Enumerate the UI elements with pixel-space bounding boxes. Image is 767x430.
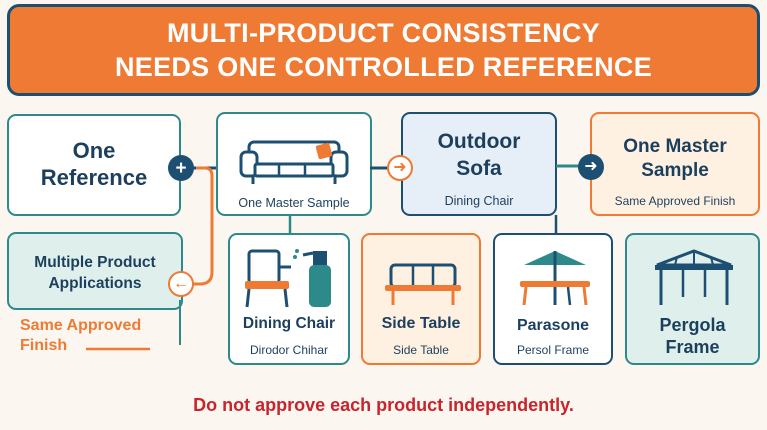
outdoor-sofa-line1: Outdoor <box>437 130 521 153</box>
side-table-title: Side Table <box>381 315 461 332</box>
node-parasone: Parasone Persol Frame <box>493 233 613 365</box>
parasone-caption: Persol Frame <box>516 343 590 357</box>
node-one-reference: One Reference <box>7 114 181 216</box>
one-reference-line2: Reference <box>40 165 148 190</box>
multiple-product-line1: Multiple Product <box>34 254 156 271</box>
title-banner: MULTI-PRODUCT CONSISTENCY NEEDS ONE CONT… <box>7 4 760 96</box>
note-line2: Finish <box>20 337 68 354</box>
one-master-sample-line1: One Master <box>623 136 727 157</box>
dining-chair-caption: Dirodor Chihar <box>249 343 329 357</box>
pergola-line1: Pergola <box>659 315 726 335</box>
arrow-right-icon: ➜ <box>387 155 413 181</box>
footer-warning: Do not approve each product independentl… <box>193 395 574 415</box>
sofa-icon <box>239 140 349 184</box>
side-table-icon <box>385 263 461 305</box>
outdoor-sofa-caption: Dining Chair <box>444 194 514 208</box>
pergola-line2: Frame <box>665 337 720 357</box>
parasol-icon <box>520 251 590 306</box>
node-pergola: Pergola Frame <box>625 233 760 365</box>
pergola-icon <box>655 249 733 305</box>
one-reference-line1: One <box>72 138 116 163</box>
master-sample-caption: One Master Sample <box>238 196 350 210</box>
dining-chair-title: Dining Chair <box>242 315 336 332</box>
chair-spray-icon <box>245 249 331 308</box>
outdoor-sofa-line2: Sofa <box>456 157 502 180</box>
one-master-sample-line2: Sample <box>641 160 709 181</box>
same-approved-note: Same Approved Finish <box>20 316 170 356</box>
node-side-table: Side Table Side Table <box>361 233 481 365</box>
note-line1: Same Approved <box>20 317 142 334</box>
banner-line-1: MULTI-PRODUCT CONSISTENCY <box>167 18 600 48</box>
node-master-sample-sofa: One Master Sample <box>216 112 372 216</box>
arrow-right-icon-2: ➜ <box>578 154 604 180</box>
plus-icon: + <box>168 155 194 181</box>
arrow-left-icon: ← <box>168 271 194 297</box>
multiple-product-line2: Applications <box>48 275 142 292</box>
parasone-title: Parasone <box>516 317 590 334</box>
one-master-sample-caption: Same Approved Finish <box>614 194 736 208</box>
node-outdoor-sofa: Outdoor Sofa Dining Chair <box>401 112 557 216</box>
side-table-caption: Side Table <box>393 343 449 357</box>
node-multiple-product: Multiple Product Applications <box>7 232 183 310</box>
banner-line-2: NEEDS ONE CONTROLLED REFERENCE <box>114 52 653 82</box>
